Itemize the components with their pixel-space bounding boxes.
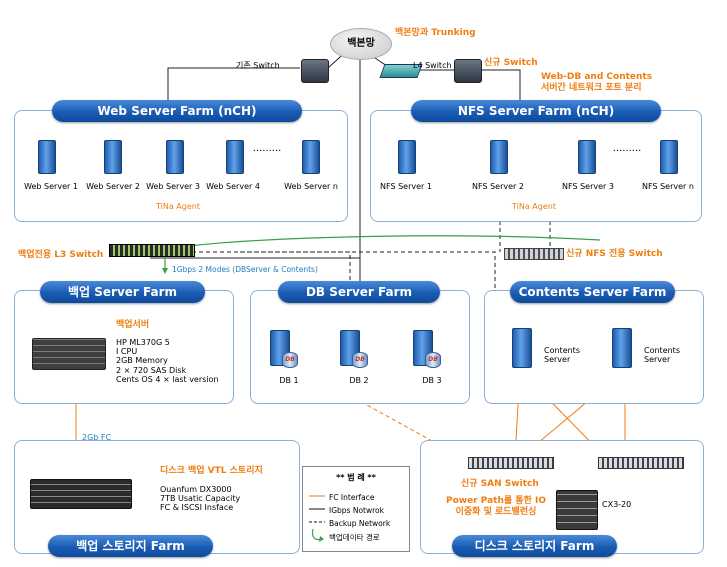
backup-server-heading: 백업서버 bbox=[116, 320, 150, 330]
l3-to-db-dashed bbox=[150, 251, 351, 290]
web-server-label: Web Server n bbox=[284, 182, 338, 191]
contents-server-farm-title: Contents Server Farm bbox=[510, 281, 675, 303]
web-dots: ········· bbox=[252, 146, 282, 157]
web-tina-agent: TiNa Agent bbox=[156, 202, 200, 211]
san-switch-2-icon bbox=[598, 457, 684, 469]
nfs-only-switch-icon bbox=[504, 248, 564, 260]
san-switch-label: 신규 SAN Switch bbox=[461, 479, 539, 489]
legacy-to-web-line bbox=[167, 67, 300, 110]
vtl-spec-line: Ouanfum DX3000 bbox=[160, 485, 232, 494]
nfs-server-farm-box bbox=[370, 110, 702, 222]
web-server-icon bbox=[226, 140, 244, 174]
db-cylinder-icon: DB bbox=[352, 352, 368, 368]
fc-2gb-label: 2Gb FC bbox=[82, 433, 112, 442]
backup-server-specs: HP ML370G 5 I CPU 2GB Memory 2 × 720 SAS… bbox=[116, 338, 219, 384]
db-server-label: DB 1 bbox=[279, 376, 299, 385]
backup-spec-line: I CPU bbox=[116, 347, 138, 357]
backup-server-icon bbox=[32, 338, 106, 370]
legend-symbols bbox=[309, 495, 325, 542]
webdb-separation-line2: 서버간 네트워크 포트 분리 bbox=[541, 83, 642, 93]
db-cylinder-icon: DB bbox=[425, 352, 441, 368]
nfs-server-label: NFS Server n bbox=[642, 182, 694, 191]
contents-server-icon bbox=[612, 328, 632, 368]
web-server-icon bbox=[104, 140, 122, 174]
trunking-label: 백본망과 Trunking bbox=[395, 28, 476, 38]
powerpath-line1: Power Path를 통한 IO bbox=[445, 496, 546, 506]
vtl-spec-line: FC & ISCSI Insface bbox=[160, 503, 234, 513]
web-server-label: Web Server 4 bbox=[206, 182, 260, 191]
new-to-nfs-line bbox=[480, 69, 521, 110]
l4-switch-label: L4 Switch bbox=[413, 61, 452, 70]
nfs-server-farm-title: NFS Server Farm (nCH) bbox=[411, 100, 661, 122]
nfs-tina-agent: TiNa Agent bbox=[512, 202, 556, 211]
nfs-server-icon bbox=[660, 140, 678, 174]
backup-spec-line: 2GB Memory bbox=[116, 356, 168, 366]
db-server-label: DB 2 bbox=[349, 376, 369, 385]
nfs-server-label: NFS Server 1 bbox=[380, 182, 432, 191]
legend: ** 범 례 ** FC Interface IGbps Notwrok Bac… bbox=[302, 466, 410, 552]
web-server-farm-title: Web Server Farm (nCH) bbox=[52, 100, 302, 122]
new-switch-label: 신규 Switch bbox=[484, 58, 538, 68]
nfs-server-label: NFS Server 3 bbox=[562, 182, 614, 191]
nfs-dots: ········· bbox=[612, 146, 642, 157]
db-cylinder-icon: DB bbox=[282, 352, 298, 368]
backup-storage-farm-title: 백업 스토리지 Farm bbox=[48, 535, 213, 557]
legend-path-arrow bbox=[319, 536, 324, 542]
new-switch-icon bbox=[454, 59, 482, 83]
legend-title: ** 범 례 ** bbox=[336, 473, 376, 482]
disk-storage-farm-title: 디스크 스토리지 Farm bbox=[452, 535, 617, 557]
legend-item: IGbps Notwrok bbox=[329, 506, 384, 515]
vtl-storage-icon bbox=[30, 479, 132, 509]
legend-item: 백업데이타 경로 bbox=[329, 533, 380, 542]
web-server-label: Web Server 2 bbox=[86, 182, 140, 191]
legend-item: Backup Network bbox=[329, 519, 391, 528]
cx3-array-label: CX3-20 bbox=[602, 500, 632, 509]
backbone-label: 백본망 bbox=[347, 38, 375, 49]
l3-to-contents-dashed bbox=[240, 251, 496, 290]
contents-server-icon bbox=[512, 328, 532, 368]
web-server-icon bbox=[38, 140, 56, 174]
backup-spec-line: HP ML370G 5 bbox=[116, 338, 170, 347]
vtl-spec-line: 7TB Usatic Capacity bbox=[160, 494, 241, 504]
contents-server-label: Contents Server bbox=[544, 346, 580, 365]
cx3-array-icon bbox=[556, 490, 598, 530]
gbps-modes-label: 1Gbps 2 Modes (DBServer & Contents) bbox=[172, 265, 318, 274]
nfs-server-label: NFS Server 2 bbox=[472, 182, 524, 191]
l3-backup-switch-label: 백업전용 L3 Switch bbox=[18, 250, 104, 260]
backup-server-farm-title: 백업 Server Farm bbox=[40, 281, 205, 303]
powerpath-line2: 이중화 및 로드밸런싱 bbox=[455, 507, 537, 517]
vtl-storage-specs: Ouanfum DX3000 7TB Usatic Capacity FC & … bbox=[160, 485, 240, 513]
legacy-switch-icon bbox=[301, 59, 329, 83]
webdb-separation-line1: Web-DB and Contents bbox=[541, 72, 653, 82]
l3-backup-switch-icon bbox=[109, 244, 195, 257]
backbone-cloud: 백본망 bbox=[330, 28, 392, 60]
web-server-icon bbox=[302, 140, 320, 174]
web-server-icon bbox=[166, 140, 184, 174]
web-server-label: Web Server 1 bbox=[24, 182, 78, 191]
backup-spec-line: 2 × 720 SAS Disk bbox=[116, 365, 187, 375]
nfs-server-icon bbox=[578, 140, 596, 174]
web-server-label: Web Server 3 bbox=[146, 182, 200, 191]
db-server-label: DB 3 bbox=[422, 376, 442, 385]
legacy-switch-label: 기존 Switch bbox=[236, 61, 280, 70]
vtl-storage-heading: 디스크 백업 VTL 스토리지 bbox=[160, 466, 263, 476]
nfs-server-icon bbox=[398, 140, 416, 174]
contents-server-label: Contents Server bbox=[644, 346, 680, 365]
nfs-server-icon bbox=[490, 140, 508, 174]
backup-spec-line: Cents OS 4 × last version bbox=[116, 374, 219, 384]
nfs-only-switch-label: 신규 NFS 전용 Switch bbox=[566, 249, 663, 259]
legend-item: FC Interface bbox=[329, 493, 375, 502]
db-server-farm-title: DB Server Farm bbox=[278, 281, 440, 303]
san-switch-1-icon bbox=[468, 457, 554, 469]
